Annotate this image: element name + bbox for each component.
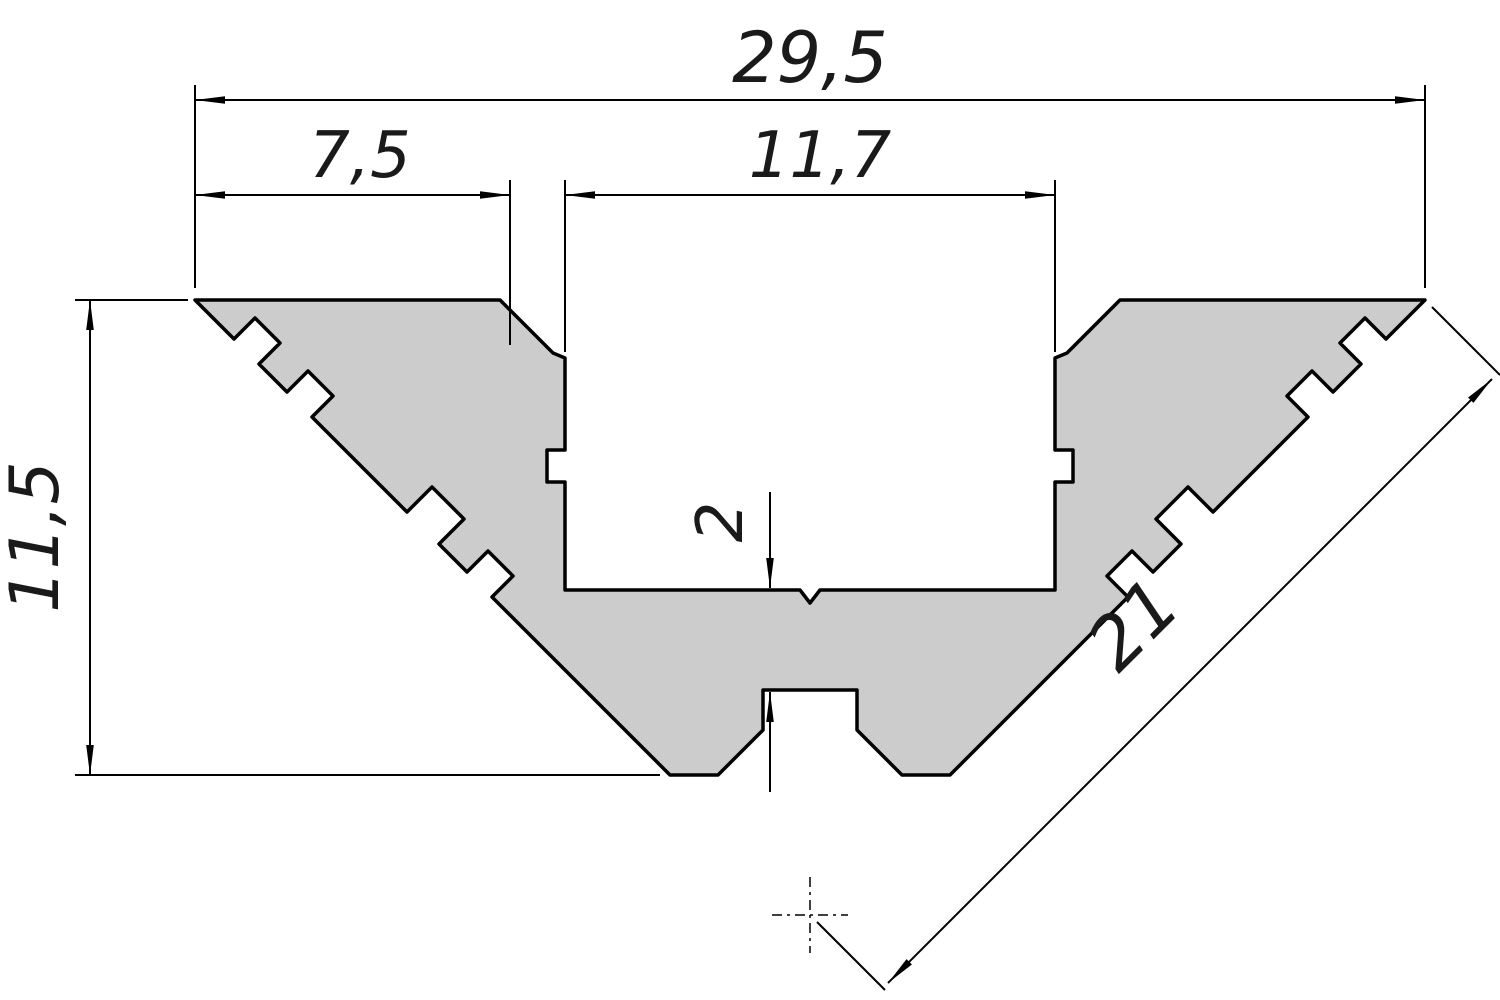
dimension-left-flange: 7,5 <box>195 119 511 345</box>
extension-line <box>816 921 886 991</box>
dim-overall-width-label: 29,5 <box>732 17 888 99</box>
dim-wall-thickness-label: 2 <box>684 502 758 543</box>
dimension-wall-thickness: 2 <box>684 492 774 792</box>
dimension-overall-width: 29,5 <box>194 17 1426 288</box>
extension-line <box>1431 306 1500 376</box>
dim-overall-height-label: 11,5 <box>0 461 75 612</box>
center-mark <box>772 877 848 953</box>
profile-cross-section <box>193 298 1427 777</box>
dimension-line <box>887 378 1493 984</box>
dimension-overall-height: 11,5 <box>0 299 660 776</box>
dimension-channel-width: 11,7 <box>564 119 1056 352</box>
dim-left-flange-label: 7,5 <box>309 119 411 193</box>
dim-channel-width-label: 11,7 <box>749 119 892 193</box>
